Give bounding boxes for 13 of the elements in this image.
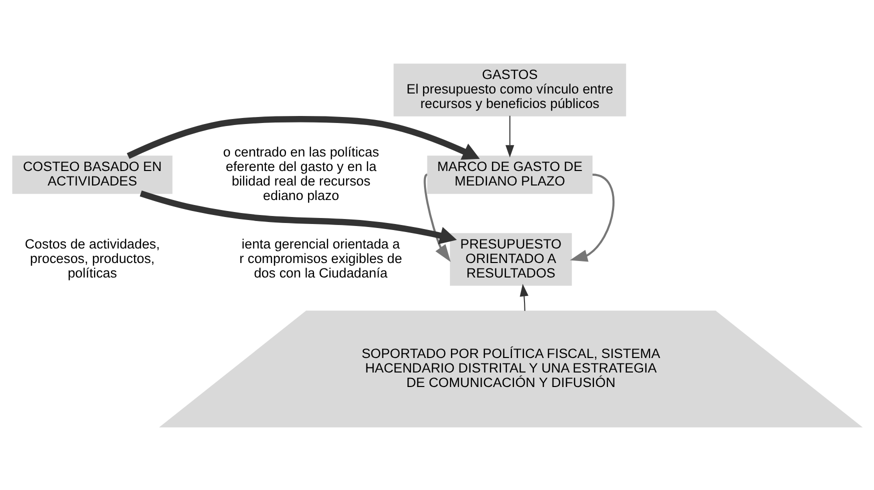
node-box: COSTEO BASADO EN ACTIVIDADES — [12, 155, 172, 194]
node-label: Costos de actividades, procesos, productos, políticas — [24, 236, 160, 280]
arrow — [506, 115, 514, 158]
arrow — [424, 173, 451, 262]
label: ienta gerencial orientada a r compromisos exigibles de dos con la Ciudadanía — [239, 236, 402, 280]
node-box: MARCO DE GASTO DE MEDIANO PLAZO — [427, 155, 593, 194]
arrow — [140, 190, 457, 244]
arrow — [570, 173, 614, 262]
arrow — [520, 283, 528, 310]
node-box: PRESUPUESTO ORIENTADO A RESULTADOS — [450, 232, 572, 286]
label: o centrado en las políticas eferente del gasto y en la bilidad real de recursos ediano plazo — [223, 144, 380, 202]
node-box: GASTOS El presupuesto como vínculo entre recursos y beneficios públicos — [394, 63, 626, 116]
arrow — [126, 116, 480, 160]
